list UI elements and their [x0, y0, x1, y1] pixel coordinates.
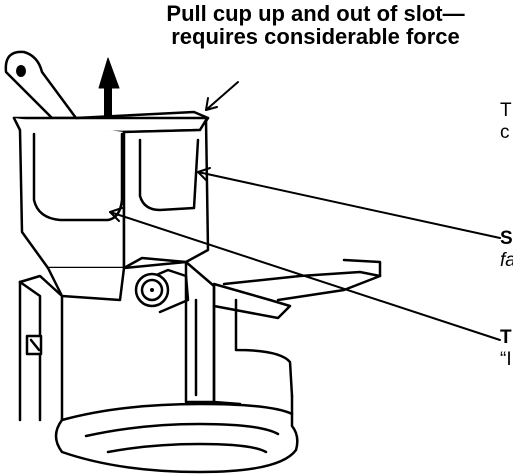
fragment-b-line1: S [500, 228, 513, 249]
pull-up-arrow [98, 57, 120, 132]
callout-arrows [109, 81, 501, 341]
callout-pull-cup: Pull cup up and out of slot— requires co… [118, 2, 513, 48]
fragment-a: T c [500, 100, 512, 144]
arrow-title-to-rim [205, 81, 239, 111]
callout-line-2: requires considerable force [171, 24, 460, 49]
fragment-a-line2: c [500, 122, 510, 143]
fragment-b-line2: fa [500, 250, 513, 271]
housing [18, 258, 382, 422]
fragment-c-line1: T [500, 327, 512, 348]
curved-base [54, 298, 299, 474]
adjustment-knob [134, 268, 190, 314]
arrow-right-to-cup-side [197, 171, 501, 239]
fragment-b: S fa [500, 228, 513, 272]
mounting-tab [4, 50, 78, 120]
callout-line-1: Pull cup up and out of slot— [166, 1, 465, 26]
fragment-c: T “I [500, 327, 512, 371]
fragment-c-line2: “I [500, 349, 512, 370]
arrow-right-to-cup-front [109, 211, 501, 341]
fragment-a-line1: T [500, 100, 512, 121]
cup [12, 110, 210, 302]
